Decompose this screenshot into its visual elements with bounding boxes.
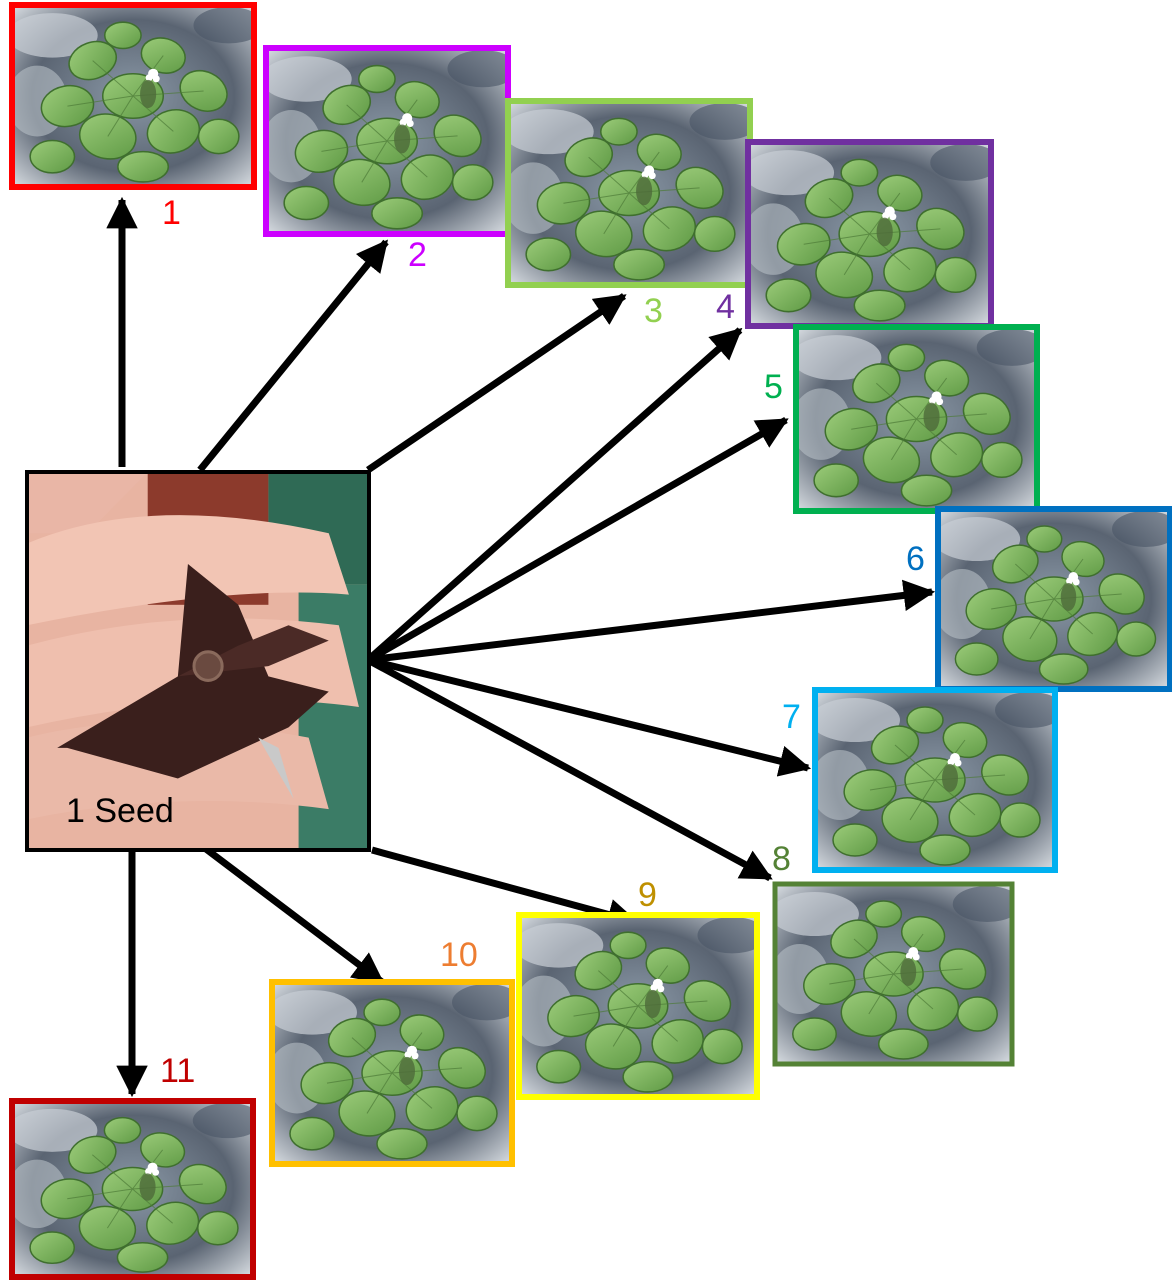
plant-frame-11 xyxy=(9,1098,256,1280)
plant-number-4: 4 xyxy=(716,288,735,326)
plant-number-9: 9 xyxy=(638,876,657,914)
plant-group: 1 2 3 4 5 6 7 xyxy=(9,2,1172,1280)
plant-number-11: 11 xyxy=(160,1052,195,1090)
arrow-to-plant-10 xyxy=(199,843,385,985)
arrow-to-plant-6 xyxy=(367,579,936,664)
plant-photo-3 xyxy=(508,101,750,285)
plant-number-7: 7 xyxy=(782,698,801,736)
arrow-to-plant-2 xyxy=(197,239,389,473)
plant-photo-1 xyxy=(12,5,254,187)
plant-number-6: 6 xyxy=(906,540,925,578)
plant-number-5: 5 xyxy=(764,368,783,406)
plant-2: 2 xyxy=(263,45,511,274)
plant-5: 5 xyxy=(764,324,1040,514)
plant-photo-8 xyxy=(775,884,1012,1064)
plant-4: 4 xyxy=(716,139,994,329)
plant-photo-6 xyxy=(938,509,1170,689)
plant-1: 1 xyxy=(9,2,257,232)
plant-number-1: 1 xyxy=(162,194,181,232)
plant-9: 9 xyxy=(516,876,760,1100)
plant-frame-9 xyxy=(516,912,760,1100)
arrow-to-plant-4 xyxy=(365,327,743,663)
plant-photo-10 xyxy=(272,982,512,1164)
arrow-to-plant-9 xyxy=(371,846,640,930)
plant-frame-5 xyxy=(793,324,1040,514)
plant-frame-8 xyxy=(772,881,1015,1067)
seed-frame xyxy=(25,470,371,852)
plant-photo-11 xyxy=(12,1101,253,1277)
arrow-group xyxy=(106,196,936,1098)
plant-photo-2 xyxy=(266,48,508,234)
plant-number-8: 8 xyxy=(772,840,791,878)
plant-7: 7 xyxy=(782,687,1058,873)
arrow-to-plant-7 xyxy=(367,656,812,777)
plant-photo-5 xyxy=(796,327,1037,511)
plant-11: 11 xyxy=(9,1052,256,1280)
plant-frame-1 xyxy=(9,2,257,190)
plant-photo-7 xyxy=(815,690,1055,870)
plant-8: 8 xyxy=(772,840,1015,1067)
plant-photo-9 xyxy=(519,915,757,1097)
arrow-to-plant-5 xyxy=(366,416,789,664)
plant-number-2: 2 xyxy=(408,236,427,274)
plant-6: 6 xyxy=(906,506,1172,692)
plant-10: 10 xyxy=(269,936,515,1167)
plant-photo-4 xyxy=(748,142,991,326)
arrow-to-plant-8 xyxy=(366,656,773,882)
seed-label: 1 Seed xyxy=(66,792,174,830)
plant-number-3: 3 xyxy=(644,292,663,330)
plant-number-10: 10 xyxy=(440,936,478,974)
arrow-to-plant-3 xyxy=(366,293,627,473)
plant-frame-7 xyxy=(812,687,1058,873)
seed-box: 1 Seed xyxy=(25,470,371,852)
plant-frame-10 xyxy=(269,979,515,1167)
